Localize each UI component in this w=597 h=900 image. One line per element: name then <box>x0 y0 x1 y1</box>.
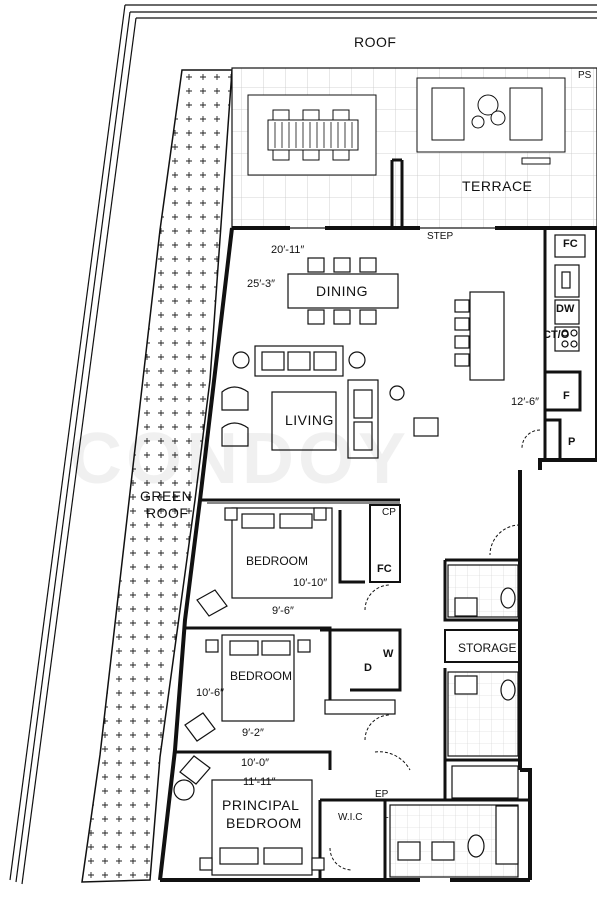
living-furniture <box>221 345 439 459</box>
label-terrace: TERRACE <box>462 178 533 194</box>
label-principal-2: BEDROOM <box>226 815 302 831</box>
dim-bed1-width: 10′-10″ <box>293 577 328 589</box>
dim-principal-a: 10′-0″ <box>241 757 269 769</box>
dim-bed2-side: 10′-6″ <box>196 687 224 699</box>
tag-step: STEP <box>427 231 454 242</box>
label-storage: STORAGE <box>458 641 517 655</box>
terrace-lounge-set <box>416 77 566 165</box>
tag-fc-kitchen: FC <box>563 238 578 250</box>
principal-bedroom-furniture <box>173 755 325 876</box>
label-green-roof-2: ROOF <box>146 505 189 521</box>
kitchen-cabinets <box>554 234 586 352</box>
tag-cto: CT/O <box>543 329 570 341</box>
kitchen-island <box>454 291 505 381</box>
tag-ep: EP <box>375 789 389 800</box>
label-bedroom-1: BEDROOM <box>246 554 309 568</box>
interior-walls <box>175 230 582 880</box>
tag-w: W <box>383 648 394 660</box>
dim-top: 20′-11″ <box>271 244 305 256</box>
dim-bed2-depth: 9′-2″ <box>242 727 264 739</box>
tag-f: F <box>563 390 570 402</box>
bedroom-1-furniture <box>196 507 333 617</box>
tag-d: D <box>364 662 372 674</box>
label-green-roof-1: GREEN <box>140 488 193 504</box>
door-swings <box>329 429 541 871</box>
label-roof: ROOF <box>354 34 397 50</box>
dim-dining-side: 25′-3″ <box>247 278 275 290</box>
label-principal-1: PRINCIPAL <box>222 797 300 813</box>
dim-bed1-depth: 9′-6″ <box>272 605 294 617</box>
unit-walls <box>158 226 597 882</box>
tag-ps: PS <box>578 70 592 81</box>
dining-table <box>287 257 399 325</box>
tag-cp: CP <box>382 507 396 518</box>
tag-l: L <box>383 810 389 821</box>
label-wic: W.I.C <box>338 812 363 823</box>
bathroom-fixtures <box>389 564 519 878</box>
roof-outline <box>9 4 597 885</box>
green-roof-area <box>81 69 233 883</box>
bedroom-2-furniture <box>184 634 396 742</box>
label-living: LIVING <box>285 412 334 428</box>
dim-principal-b: 11′-11″ <box>243 776 276 788</box>
terrace-dining-set <box>247 94 377 176</box>
tag-dw: DW <box>556 303 575 315</box>
label-dining: DINING <box>316 283 368 299</box>
dim-kitchen: 12′-6″ <box>511 396 539 408</box>
watermark: CONDOY <box>70 419 411 499</box>
tag-fc-bed: FC <box>377 563 392 575</box>
tag-p: P <box>568 436 576 448</box>
label-bedroom-2: BEDROOM <box>230 669 293 683</box>
